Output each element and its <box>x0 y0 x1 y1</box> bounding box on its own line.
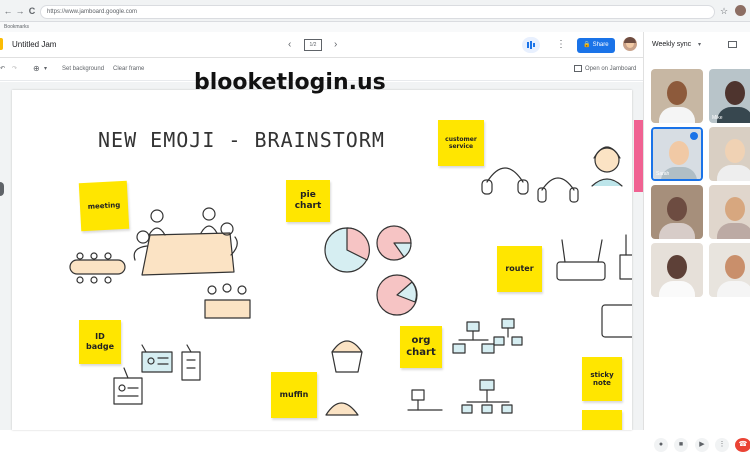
board-toolbar: ↶ ↷ ⊕ ▾ Set background Clear frame Open … <box>0 59 643 81</box>
meet-icon[interactable] <box>522 37 540 53</box>
undo-icon[interactable]: ↶ <box>0 66 6 72</box>
more-options-icon[interactable]: ⋮ <box>556 39 566 50</box>
jamboard-frame[interactable]: NEW EMOJI - BRAINSTORM meeting pie chart… <box>12 90 632 430</box>
app-header: Untitled Jam ‹ 1/2 › ⋮ 🔒 Share <box>0 32 643 58</box>
zoom-icon[interactable]: ⊕ <box>33 64 40 73</box>
watermark-text: blooketlogin.us <box>194 70 386 95</box>
clear-frame-button[interactable]: Clear frame <box>113 66 145 72</box>
reload-icon[interactable]: C <box>28 6 36 16</box>
participant-tile[interactable] <box>709 243 750 297</box>
canvas-area: NEW EMOJI - BRAINSTORM meeting pie chart… <box>0 82 643 430</box>
participant-tile-active-speaker[interactable]: Sarah <box>651 127 703 181</box>
open-external-icon <box>574 65 582 72</box>
meeting-emoji-sketch <box>69 207 251 319</box>
pie-chart-emoji-sketch <box>324 225 418 316</box>
browser-toolbar: ← → C https://www.jamboard.google.com ☆ <box>0 0 750 22</box>
id-badge-emoji-sketch <box>113 344 201 405</box>
open-on-jamboard-button[interactable]: Open on Jamboard <box>585 66 637 72</box>
redo-icon[interactable]: ↷ <box>12 66 18 72</box>
participant-tile[interactable] <box>709 185 750 239</box>
zoom-caret-icon[interactable]: ▾ <box>44 66 48 72</box>
set-background-button[interactable]: Set background <box>62 66 105 72</box>
pip-toggle-icon[interactable] <box>728 41 737 48</box>
side-panel-handle[interactable] <box>0 182 4 196</box>
meet-panel: Weekly sync ▾ Mike Sarah ● ■ ▶ ⋮ ☎ <box>643 32 750 452</box>
back-icon[interactable]: ← <box>3 6 13 16</box>
bookmarks-label[interactable]: Bookmarks <box>4 24 30 30</box>
participant-name: Sarah <box>656 171 670 177</box>
bookmark-star-icon[interactable]: ☆ <box>719 6 729 16</box>
next-frame-icon[interactable]: › <box>334 39 338 50</box>
sticky-note-org-chart[interactable]: org chart <box>400 326 442 368</box>
org-chart-emoji-sketch <box>407 318 523 414</box>
pink-sticky-note[interactable] <box>634 120 643 192</box>
share-button[interactable]: 🔒 Share <box>577 38 615 53</box>
jamboard-logo-icon <box>0 38 3 50</box>
meeting-title[interactable]: Weekly sync <box>652 41 692 48</box>
sticky-note-customer-service[interactable]: customer service <box>438 120 484 166</box>
sticky-note-meeting[interactable]: meeting <box>78 180 130 232</box>
meeting-title-caret-icon[interactable]: ▾ <box>698 42 702 48</box>
participant-tile[interactable] <box>651 69 703 123</box>
router-emoji-sketch <box>556 234 632 338</box>
end-call-icon[interactable]: ☎ <box>735 438 750 452</box>
camera-icon[interactable]: ■ <box>674 438 688 452</box>
participant-tile[interactable] <box>651 243 703 297</box>
sticky-note-muffin[interactable]: muffin <box>271 372 317 418</box>
jam-title[interactable]: Untitled Jam <box>12 40 57 49</box>
present-screen-icon[interactable]: ▶ <box>695 438 709 452</box>
customer-service-emoji-sketch <box>481 146 623 203</box>
participant-tile[interactable] <box>709 127 750 181</box>
bookmarks-bar: Bookmarks <box>0 22 750 32</box>
user-avatar[interactable] <box>623 37 637 51</box>
sticky-note-pie-chart[interactable]: pie chart <box>286 180 330 222</box>
participant-tile[interactable]: Mike <box>709 69 750 123</box>
sticky-note-router[interactable]: router <box>497 246 542 292</box>
profile-avatar[interactable] <box>735 5 746 16</box>
prev-frame-icon[interactable]: ‹ <box>288 39 292 50</box>
more-options-icon[interactable]: ⋮ <box>715 438 729 452</box>
speaking-indicator-icon <box>690 132 698 140</box>
frame-bar-indicator[interactable]: 1/2 <box>304 39 322 51</box>
lock-icon: 🔒 <box>583 42 591 48</box>
participant-name: Mike <box>712 115 723 121</box>
board-drawings <box>69 146 632 416</box>
forward-icon[interactable]: → <box>15 6 25 16</box>
sticky-note-sticky-note[interactable]: sticky note <box>582 357 622 401</box>
sticky-note-partial[interactable] <box>582 410 622 430</box>
address-bar[interactable]: https://www.jamboard.google.com <box>40 5 715 19</box>
sticky-note-id-badge[interactable]: ID badge <box>79 320 121 364</box>
board-title: NEW EMOJI - BRAINSTORM <box>98 128 385 152</box>
muffin-emoji-sketch <box>325 340 363 416</box>
share-label: Share <box>592 42 609 48</box>
participant-tile[interactable] <box>651 185 703 239</box>
microphone-icon[interactable]: ● <box>654 438 668 452</box>
